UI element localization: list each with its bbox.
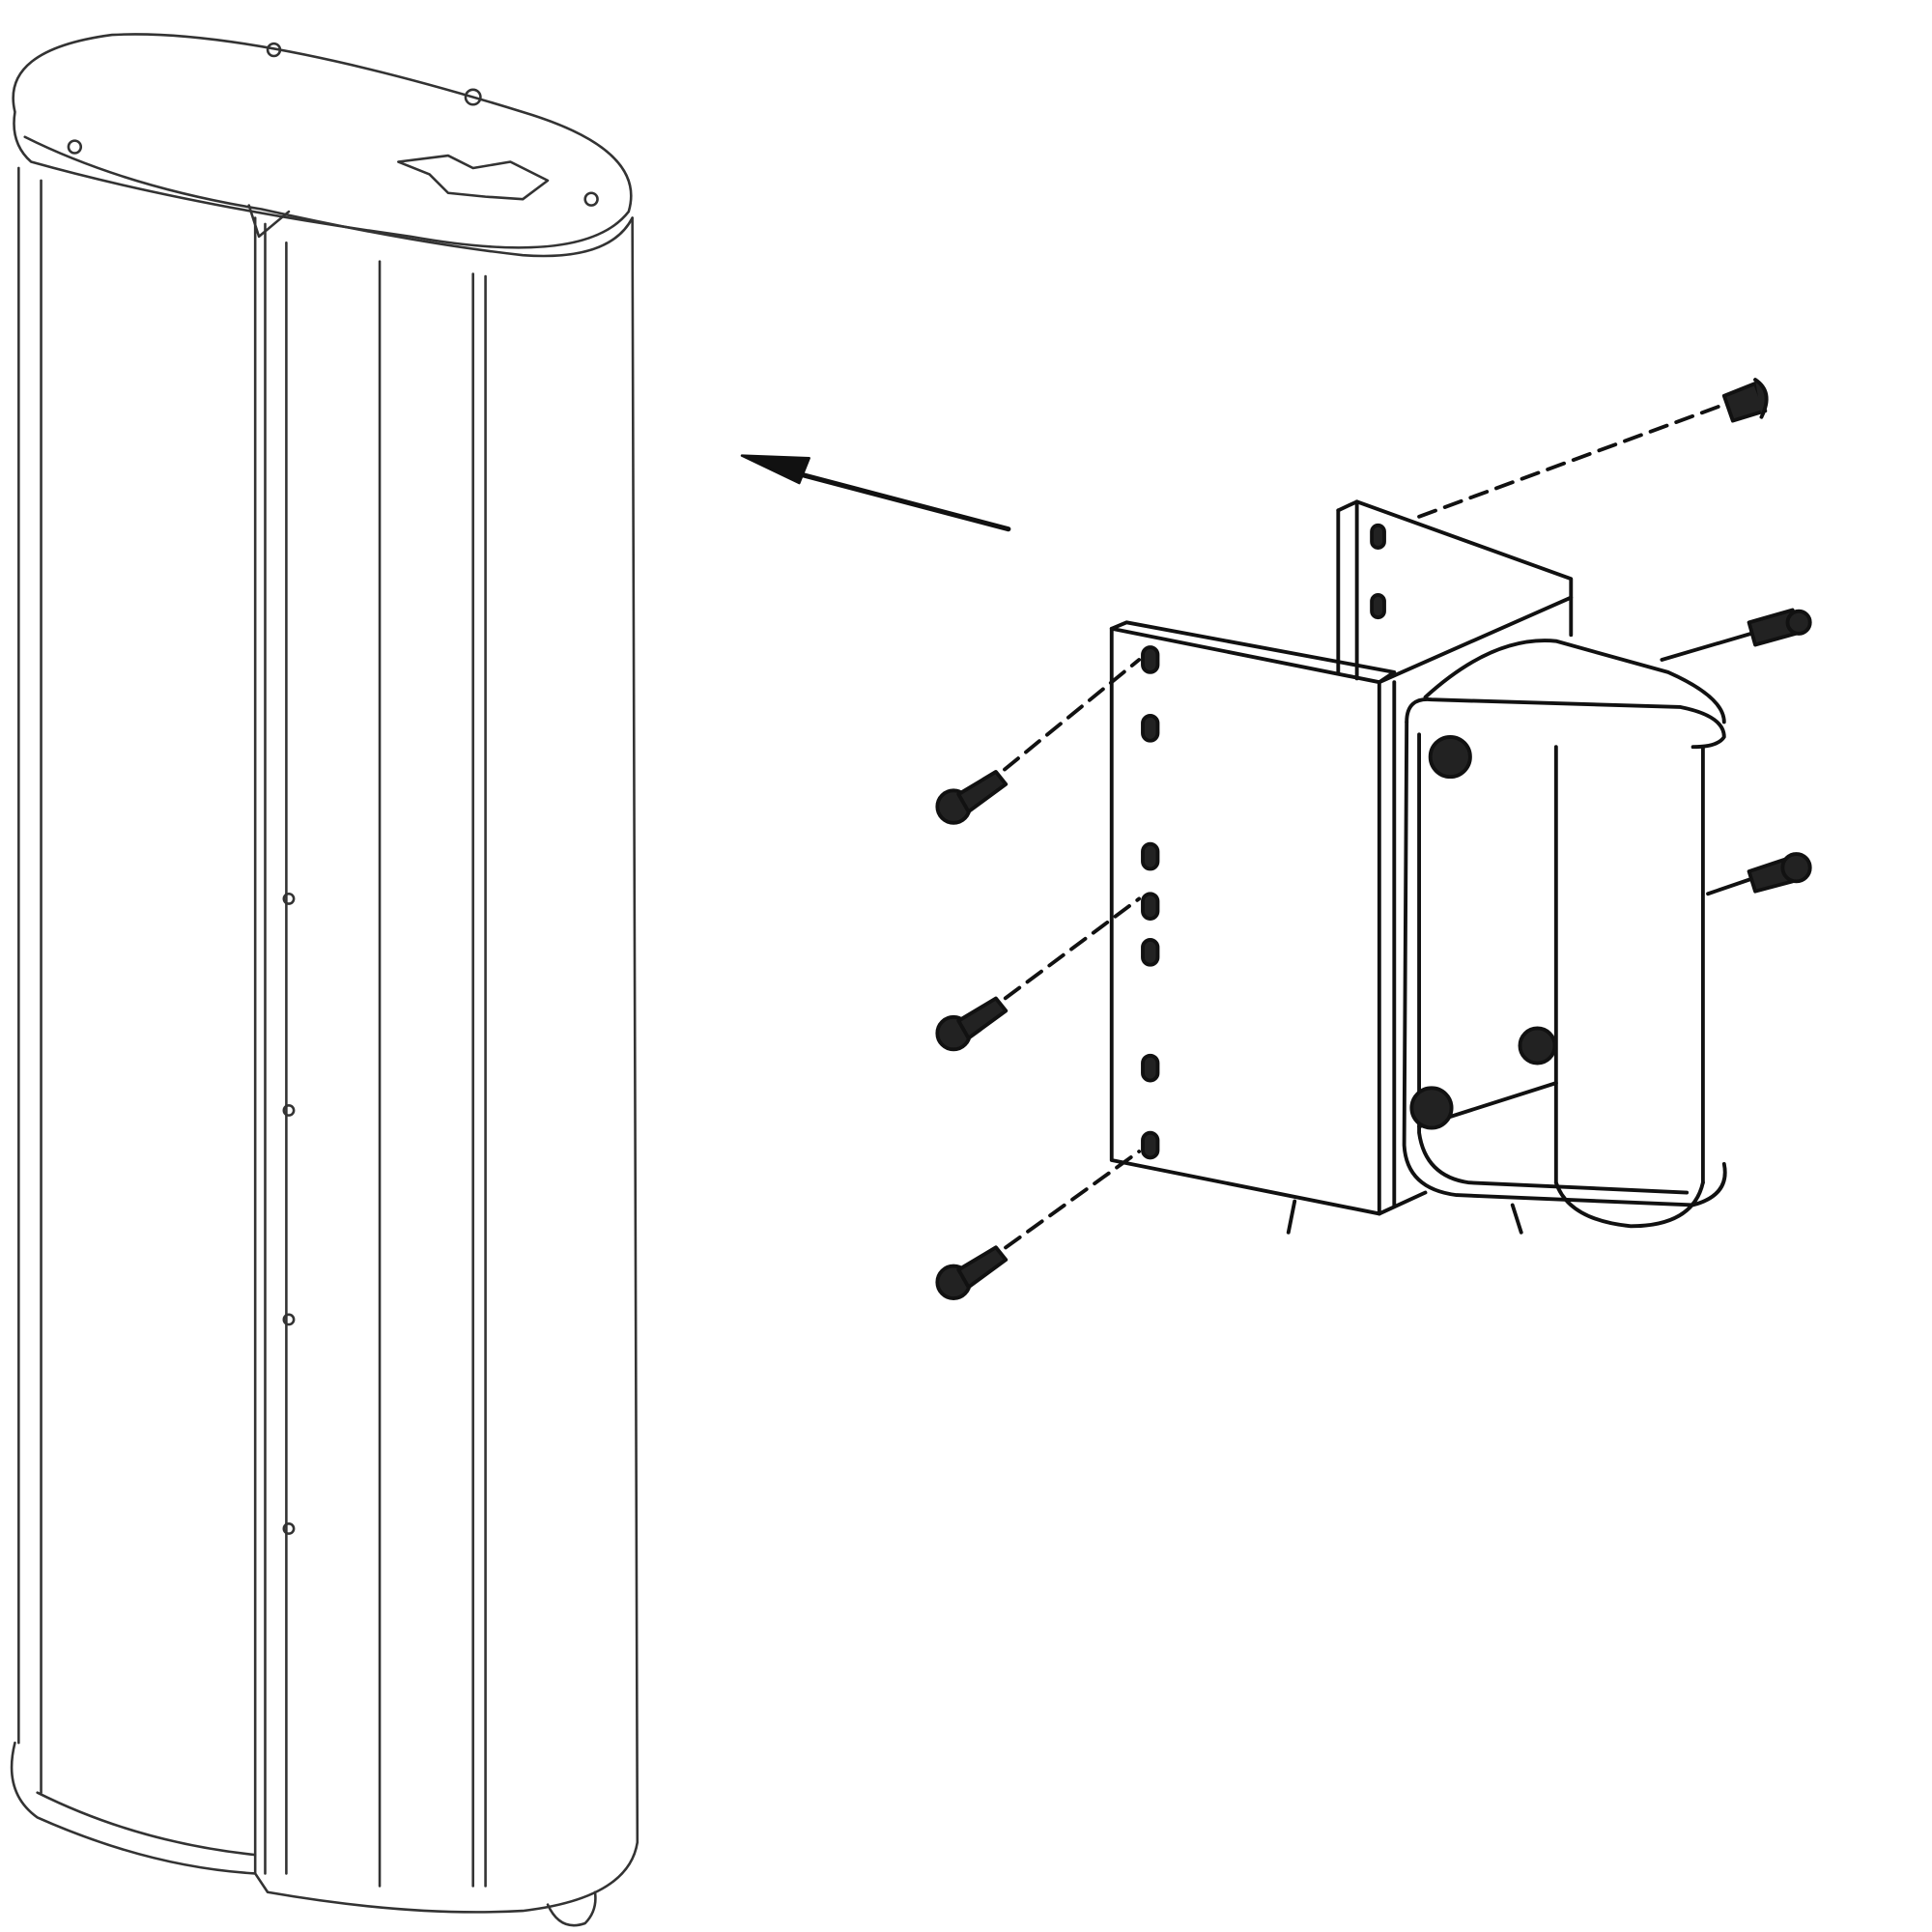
bracket-icon: [1109, 499, 1727, 1235]
arrow-left-icon: [740, 454, 1011, 532]
column-speaker-icon: [10, 33, 639, 1927]
screw-icon: [935, 378, 1812, 1301]
